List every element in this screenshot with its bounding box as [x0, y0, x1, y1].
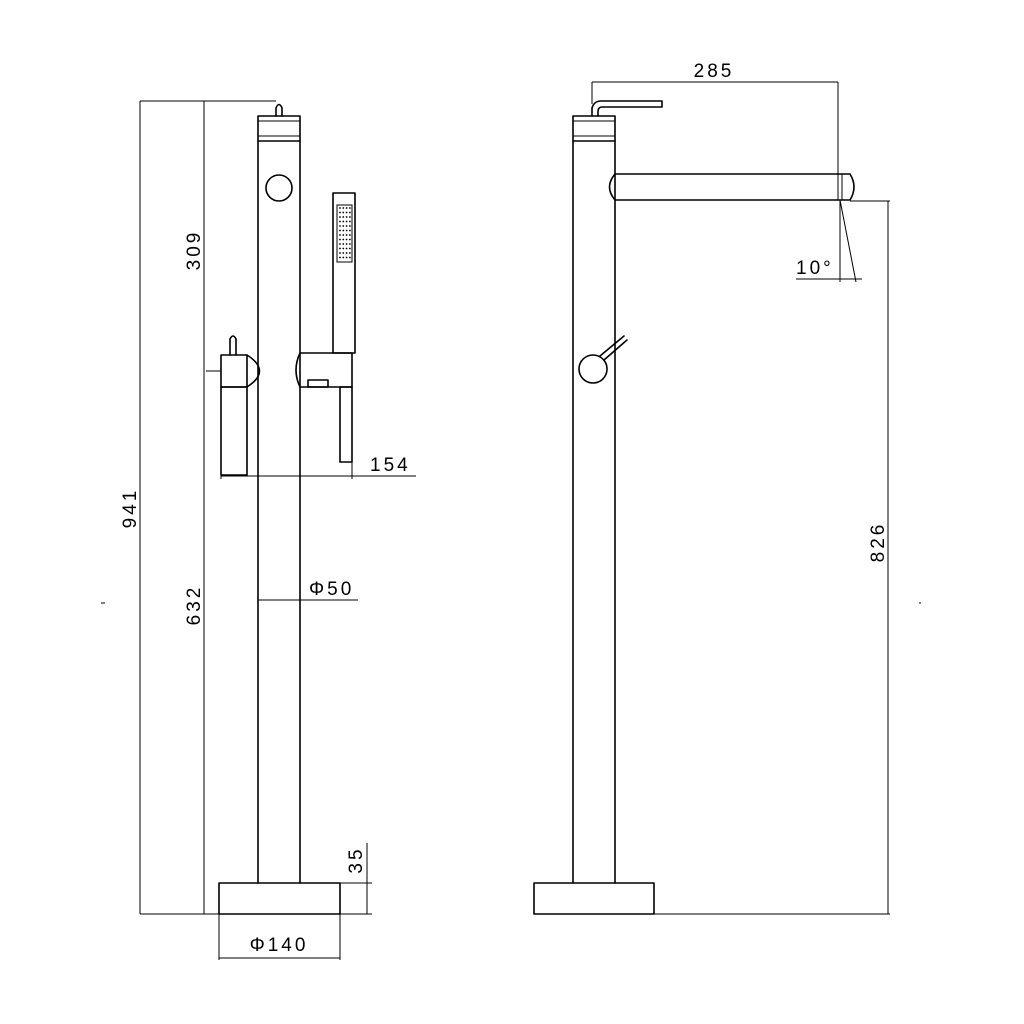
nozzle-dot: [349, 225, 351, 227]
nozzle-dot: [339, 247, 341, 250]
nozzle-dot: [345, 243, 348, 245]
front-top-lever: [275, 103, 283, 117]
front-holder-arm: [339, 386, 353, 463]
nozzle-dot: [342, 247, 345, 250]
nozzle-dot: [339, 252, 341, 254]
nozzle-dot: [349, 256, 351, 259]
front-view: 941 309 632 154 Φ50 35 Φ140: [120, 100, 416, 960]
front-side-valve-body: [220, 354, 248, 388]
front-base: [218, 882, 341, 915]
nozzle-dot: [349, 243, 351, 245]
side-top-lever: [591, 100, 663, 117]
nozzle-dot: [339, 216, 341, 218]
nozzle-dot: [342, 207, 345, 209]
side-knob: [578, 354, 608, 384]
dim-154-label: 154: [370, 455, 411, 476]
nozzle-dot: [342, 234, 345, 236]
nozzle-dot: [349, 207, 351, 209]
side-knob-lever-b: [603, 339, 628, 361]
nozzle-dot: [339, 225, 341, 227]
dim-826-label: 826: [868, 522, 889, 563]
nozzle-dot: [342, 216, 345, 218]
nozzle-dot: [349, 252, 351, 254]
nozzle-dot: [339, 238, 341, 241]
dim-10-label: 10°: [796, 258, 834, 279]
nozzle-dot: [342, 238, 345, 241]
side-base: [533, 882, 655, 915]
front-holder-body: [295, 352, 353, 388]
nozzle-dot: [339, 243, 341, 245]
nozzle-dot: [342, 211, 345, 214]
nozzle-dot: [342, 220, 345, 223]
handshower-nozzles: [339, 207, 351, 259]
nozzle-dot: [342, 225, 345, 227]
front-side-valve-tip: [229, 335, 237, 340]
nozzle-dot: [339, 229, 341, 232]
nozzle-dot: [345, 225, 348, 227]
side-knob-lever-a: [599, 335, 625, 357]
nozzle-dot: [339, 207, 341, 209]
nozzle-dot: [342, 243, 345, 245]
front-handshower-head: [332, 192, 356, 354]
dim-309-label: 309: [184, 230, 205, 271]
nozzle-dot: [339, 211, 341, 214]
nozzle-dot: [349, 216, 351, 218]
nozzle-dot: [345, 211, 348, 214]
dim-35-label: 35: [346, 846, 367, 873]
nozzle-dot: [345, 238, 348, 241]
front-knob: [265, 174, 293, 202]
side-spout: [608, 173, 855, 201]
nozzle-dot: [349, 238, 351, 241]
front-handshower-face: [336, 204, 353, 263]
nozzle-dot: [345, 247, 348, 250]
nozzle-dot: [349, 247, 351, 250]
side-view: 285 10° 826: [533, 61, 890, 915]
nozzle-dot: [345, 207, 348, 209]
front-side-valve-lower: [220, 386, 248, 476]
front-holder-clip: [307, 379, 329, 388]
front-top-cap: [257, 115, 301, 142]
nozzle-dot: [349, 211, 351, 214]
dim-285-label: 285: [694, 61, 735, 82]
nozzle-dot: [339, 220, 341, 223]
nozzle-dot: [345, 252, 348, 254]
dim-941-label: 941: [120, 488, 141, 529]
nozzle-dot: [345, 234, 348, 236]
dim-632-label: 632: [184, 585, 205, 626]
nozzle-dot: [349, 220, 351, 223]
dim-10-ray-angled: [839, 199, 857, 283]
nozzle-dot: [342, 229, 345, 232]
dim-50-label: Φ50: [309, 579, 354, 600]
nozzle-dot: [339, 256, 341, 259]
nozzle-dot: [349, 229, 351, 232]
nozzle-dot: [342, 256, 345, 259]
nozzle-dot: [345, 256, 348, 259]
nozzle-dot: [345, 216, 348, 218]
nozzle-dot: [345, 220, 348, 223]
nozzle-dot: [345, 229, 348, 232]
nozzle-dot: [342, 252, 345, 254]
nozzle-dot: [339, 234, 341, 236]
side-top-cap: [572, 115, 616, 142]
front-side-valve-dome: [246, 354, 261, 388]
dim-140-label: Φ140: [250, 935, 309, 956]
nozzle-dot: [349, 234, 351, 236]
